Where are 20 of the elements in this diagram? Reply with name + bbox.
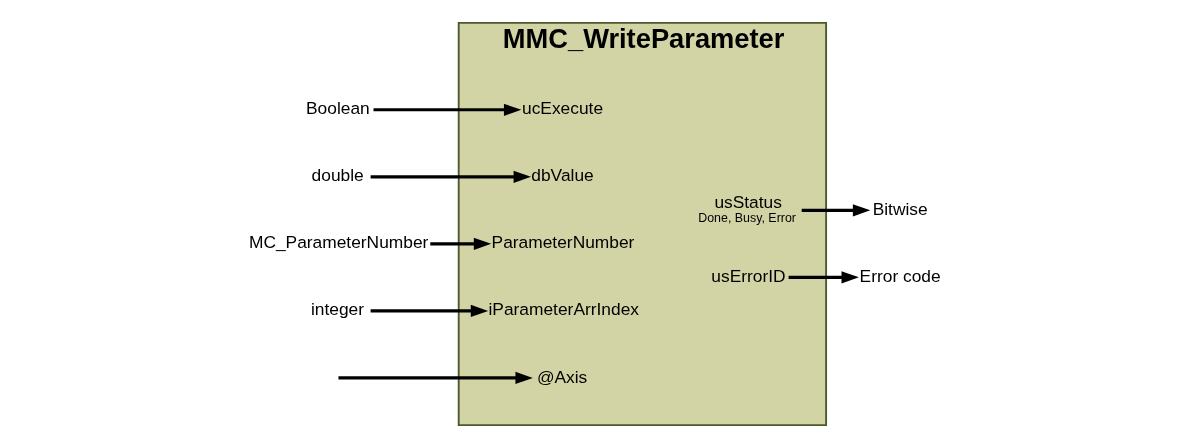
node-text: Boolean bbox=[305, 98, 370, 119]
node-text: ParameterNumber bbox=[491, 232, 634, 253]
node-text: usErrorID bbox=[710, 265, 786, 286]
arrow bbox=[788, 271, 859, 284]
node-text: dbValue bbox=[530, 165, 594, 186]
node-text: Bitwise bbox=[872, 198, 928, 219]
arrow bbox=[801, 204, 870, 217]
node-text: usStatus Done, Busy, Error bbox=[697, 192, 796, 225]
node-text: integer bbox=[310, 299, 364, 320]
arrow bbox=[337, 371, 533, 384]
node-text: MC_ParameterNumber bbox=[248, 232, 428, 253]
node-text: double bbox=[311, 165, 364, 186]
node-text: @Axis bbox=[536, 366, 587, 387]
node-text: Error code bbox=[859, 265, 941, 286]
arrow bbox=[370, 304, 488, 317]
node-text: iParameterArrIndex bbox=[487, 299, 639, 320]
arrow bbox=[429, 237, 491, 250]
node-text: ucExecute bbox=[521, 98, 603, 119]
arrow bbox=[373, 103, 521, 116]
arrow bbox=[370, 170, 531, 183]
